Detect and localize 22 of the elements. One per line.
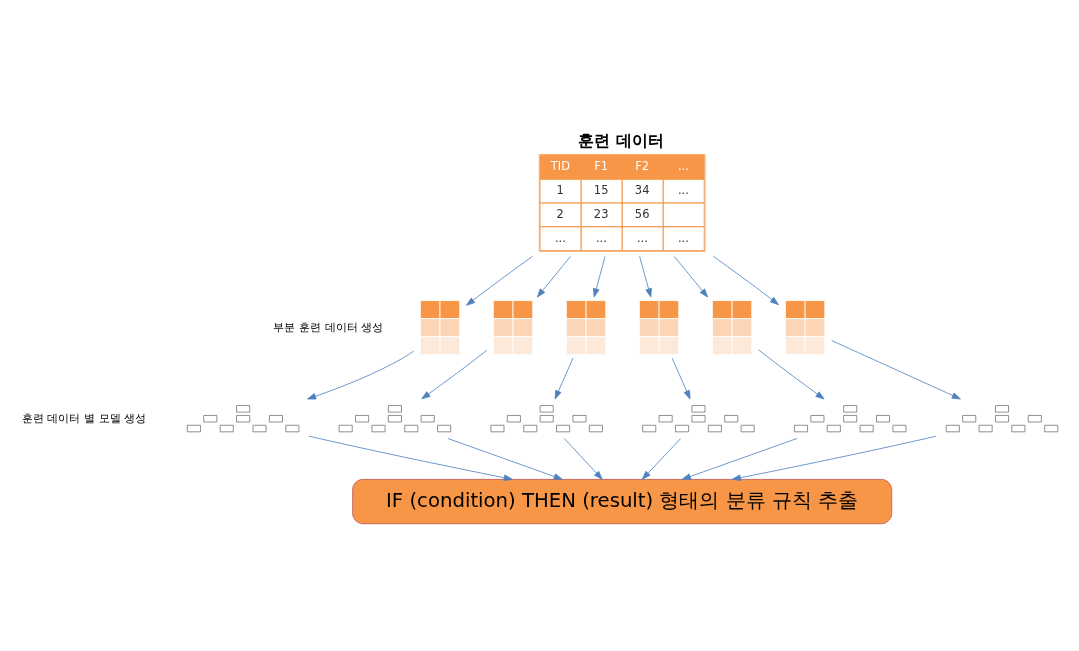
label: 훈련 데이터 별 모델 생성 [21,410,147,425]
arrow [731,435,937,481]
arrow [758,348,825,399]
arrow [639,255,652,297]
arrow [421,349,488,399]
label: 부분 훈련 데이터 생성 [273,319,384,334]
arrow [681,437,798,480]
arrow [466,255,533,306]
arrow [554,357,574,399]
arrow [641,437,681,480]
arrow [536,255,571,297]
arrow [563,437,603,480]
arrow [671,357,691,399]
arrow [307,350,415,399]
arrow [831,339,961,399]
node-box: IF (condition) THEN (result) 형태의 분류 규칙 추출 [352,478,893,524]
arrow [447,437,563,480]
arrow [593,255,606,297]
node-label: 훈련 데이터 [577,130,664,150]
arrow [308,435,513,481]
arrow [712,255,779,305]
arrow [673,255,708,297]
